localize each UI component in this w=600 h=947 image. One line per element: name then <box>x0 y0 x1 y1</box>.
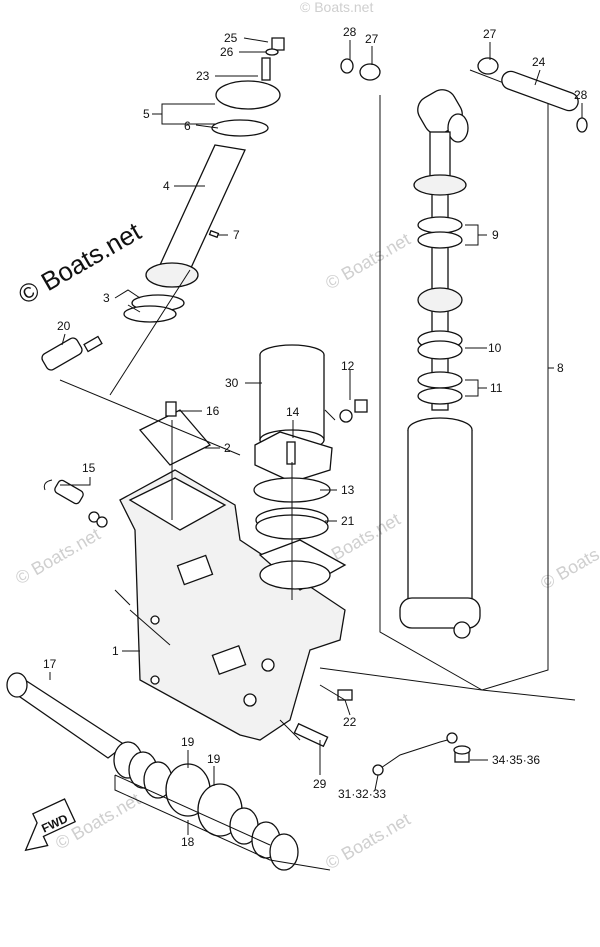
callout-27-left: 27 <box>365 32 379 46</box>
bolt-22 <box>337 689 353 701</box>
oring-3b <box>123 305 177 323</box>
callout-11: 11 <box>490 381 503 395</box>
callout-15: 15 <box>82 461 96 475</box>
watermark-faint: © Boats.net <box>537 529 600 593</box>
callout-23: 23 <box>196 69 210 83</box>
cable-31 <box>377 737 456 771</box>
bushing-27b <box>477 57 499 75</box>
callout-28-right: 28 <box>574 88 588 102</box>
valve-15 <box>43 479 108 528</box>
rod-4 <box>159 144 246 271</box>
rod-eye <box>417 89 469 183</box>
callout-25: 25 <box>224 31 238 45</box>
piston <box>417 287 463 313</box>
callout-20: 20 <box>57 319 71 333</box>
callout-18: 18 <box>181 835 195 849</box>
callout-17: 17 <box>43 657 57 671</box>
callout-6: 6 <box>184 119 191 133</box>
callout-8: 8 <box>557 361 564 375</box>
callout-29: 29 <box>313 777 327 791</box>
plug-12 <box>339 399 368 423</box>
callout-22: 22 <box>343 715 357 729</box>
watermark-faint: © Boats.net <box>322 809 414 873</box>
shaft-17 <box>6 672 127 759</box>
callout-13: 13 <box>341 483 355 497</box>
rings-18-19 <box>113 741 299 871</box>
callout-24: 24 <box>532 55 546 69</box>
screw-34 <box>453 745 471 763</box>
callout-31-32-33: 31·32·33 <box>338 787 386 801</box>
cap-5 <box>215 80 281 110</box>
oring-11b <box>417 387 463 405</box>
callout-34-35-36: 34·35·36 <box>492 753 540 767</box>
callout-3: 3 <box>103 291 110 305</box>
plate-2 <box>138 401 212 466</box>
callout-30: 30 <box>225 376 239 390</box>
oring-6 <box>211 119 269 137</box>
pin-24 <box>501 70 579 112</box>
callout-14: 14 <box>286 405 300 419</box>
clip-28a <box>340 58 354 74</box>
connection-lines <box>59 269 346 741</box>
callout-5: 5 <box>143 107 150 121</box>
clip-28b <box>576 117 588 133</box>
watermark-faint: © Boats.net <box>12 524 104 588</box>
callout-28-left: 28 <box>343 25 357 39</box>
housing-1 <box>119 469 347 741</box>
bolt-23 <box>261 57 271 81</box>
washer-26 <box>265 48 279 56</box>
oring-11a <box>417 371 463 389</box>
valve-20 <box>41 335 103 371</box>
oring-9a <box>417 216 463 234</box>
rod-guide <box>413 174 467 196</box>
callout-27-right: 27 <box>483 27 497 41</box>
cylinder-tube <box>399 417 481 639</box>
callout-12: 12 <box>341 359 355 373</box>
bracket-18 <box>114 775 331 871</box>
piston-top <box>145 262 199 288</box>
callout-2: 2 <box>224 441 231 455</box>
callout-10: 10 <box>488 341 502 355</box>
callout-9: 9 <box>492 228 499 242</box>
leader-lines <box>49 37 583 835</box>
bolt-29 <box>293 722 329 748</box>
watermark-faint: © Boats.net <box>322 229 414 293</box>
callout-19-left: 19 <box>181 735 195 749</box>
callout-16: 16 <box>206 404 220 418</box>
tilt-cylinder-group <box>319 57 588 701</box>
nut-25 <box>271 37 285 51</box>
reservoir-30 <box>254 344 333 483</box>
callout-26: 26 <box>220 45 234 59</box>
callout-7: 7 <box>233 228 240 242</box>
callout-21: 21 <box>341 514 355 528</box>
watermark-faint: © Boats.net <box>300 0 373 15</box>
watermark-main: © Boats.net <box>13 216 147 310</box>
screw-16 <box>165 401 177 417</box>
oring-9b <box>417 231 463 249</box>
pin-7 <box>208 229 220 239</box>
fwd-arrow: FWD <box>24 798 77 852</box>
callout-labels: 25 26 23 5 6 4 7 3 20 28 27 27 24 28 9 8… <box>43 25 588 849</box>
callout-1: 1 <box>112 644 119 658</box>
bolt-14 <box>286 441 296 465</box>
bushing-27a <box>359 63 381 81</box>
callout-4: 4 <box>163 179 170 193</box>
callout-19-right: 19 <box>207 752 221 766</box>
